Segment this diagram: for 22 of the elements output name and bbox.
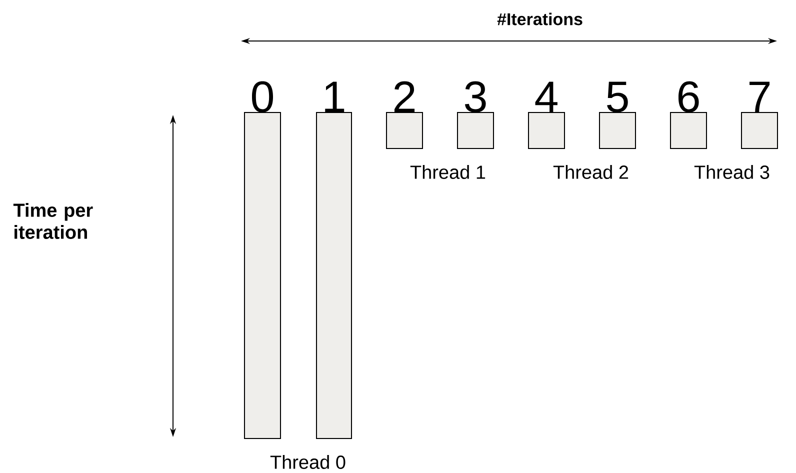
node-label: 3 — [464, 81, 486, 112]
bar: 4 — [528, 82, 565, 149]
node-label: 1 — [325, 82, 344, 112]
bar: 2 — [386, 81, 423, 149]
bar: 3 — [457, 81, 494, 149]
node-label: 2 — [394, 81, 415, 112]
text-label: Thread 3 — [694, 165, 770, 179]
node-label: 0 — [252, 81, 274, 112]
bar: 1 — [316, 82, 352, 439]
bar: 7 — [741, 82, 778, 149]
node-label: 6 — [678, 81, 699, 112]
text-label: Thread 1 — [410, 165, 486, 179]
node-label: 5 — [607, 82, 628, 112]
node-label: 7 — [750, 82, 770, 112]
text-label: Thread 0 — [270, 455, 346, 469]
text-label: Time per iteration — [13, 203, 93, 239]
text-label: Thread 2 — [553, 165, 628, 179]
bar: 0 — [244, 81, 281, 439]
node-label: 4 — [535, 82, 558, 112]
bar: 5 — [599, 82, 636, 149]
bar: 6 — [670, 81, 707, 149]
text-label: #Iterations — [497, 12, 582, 26]
